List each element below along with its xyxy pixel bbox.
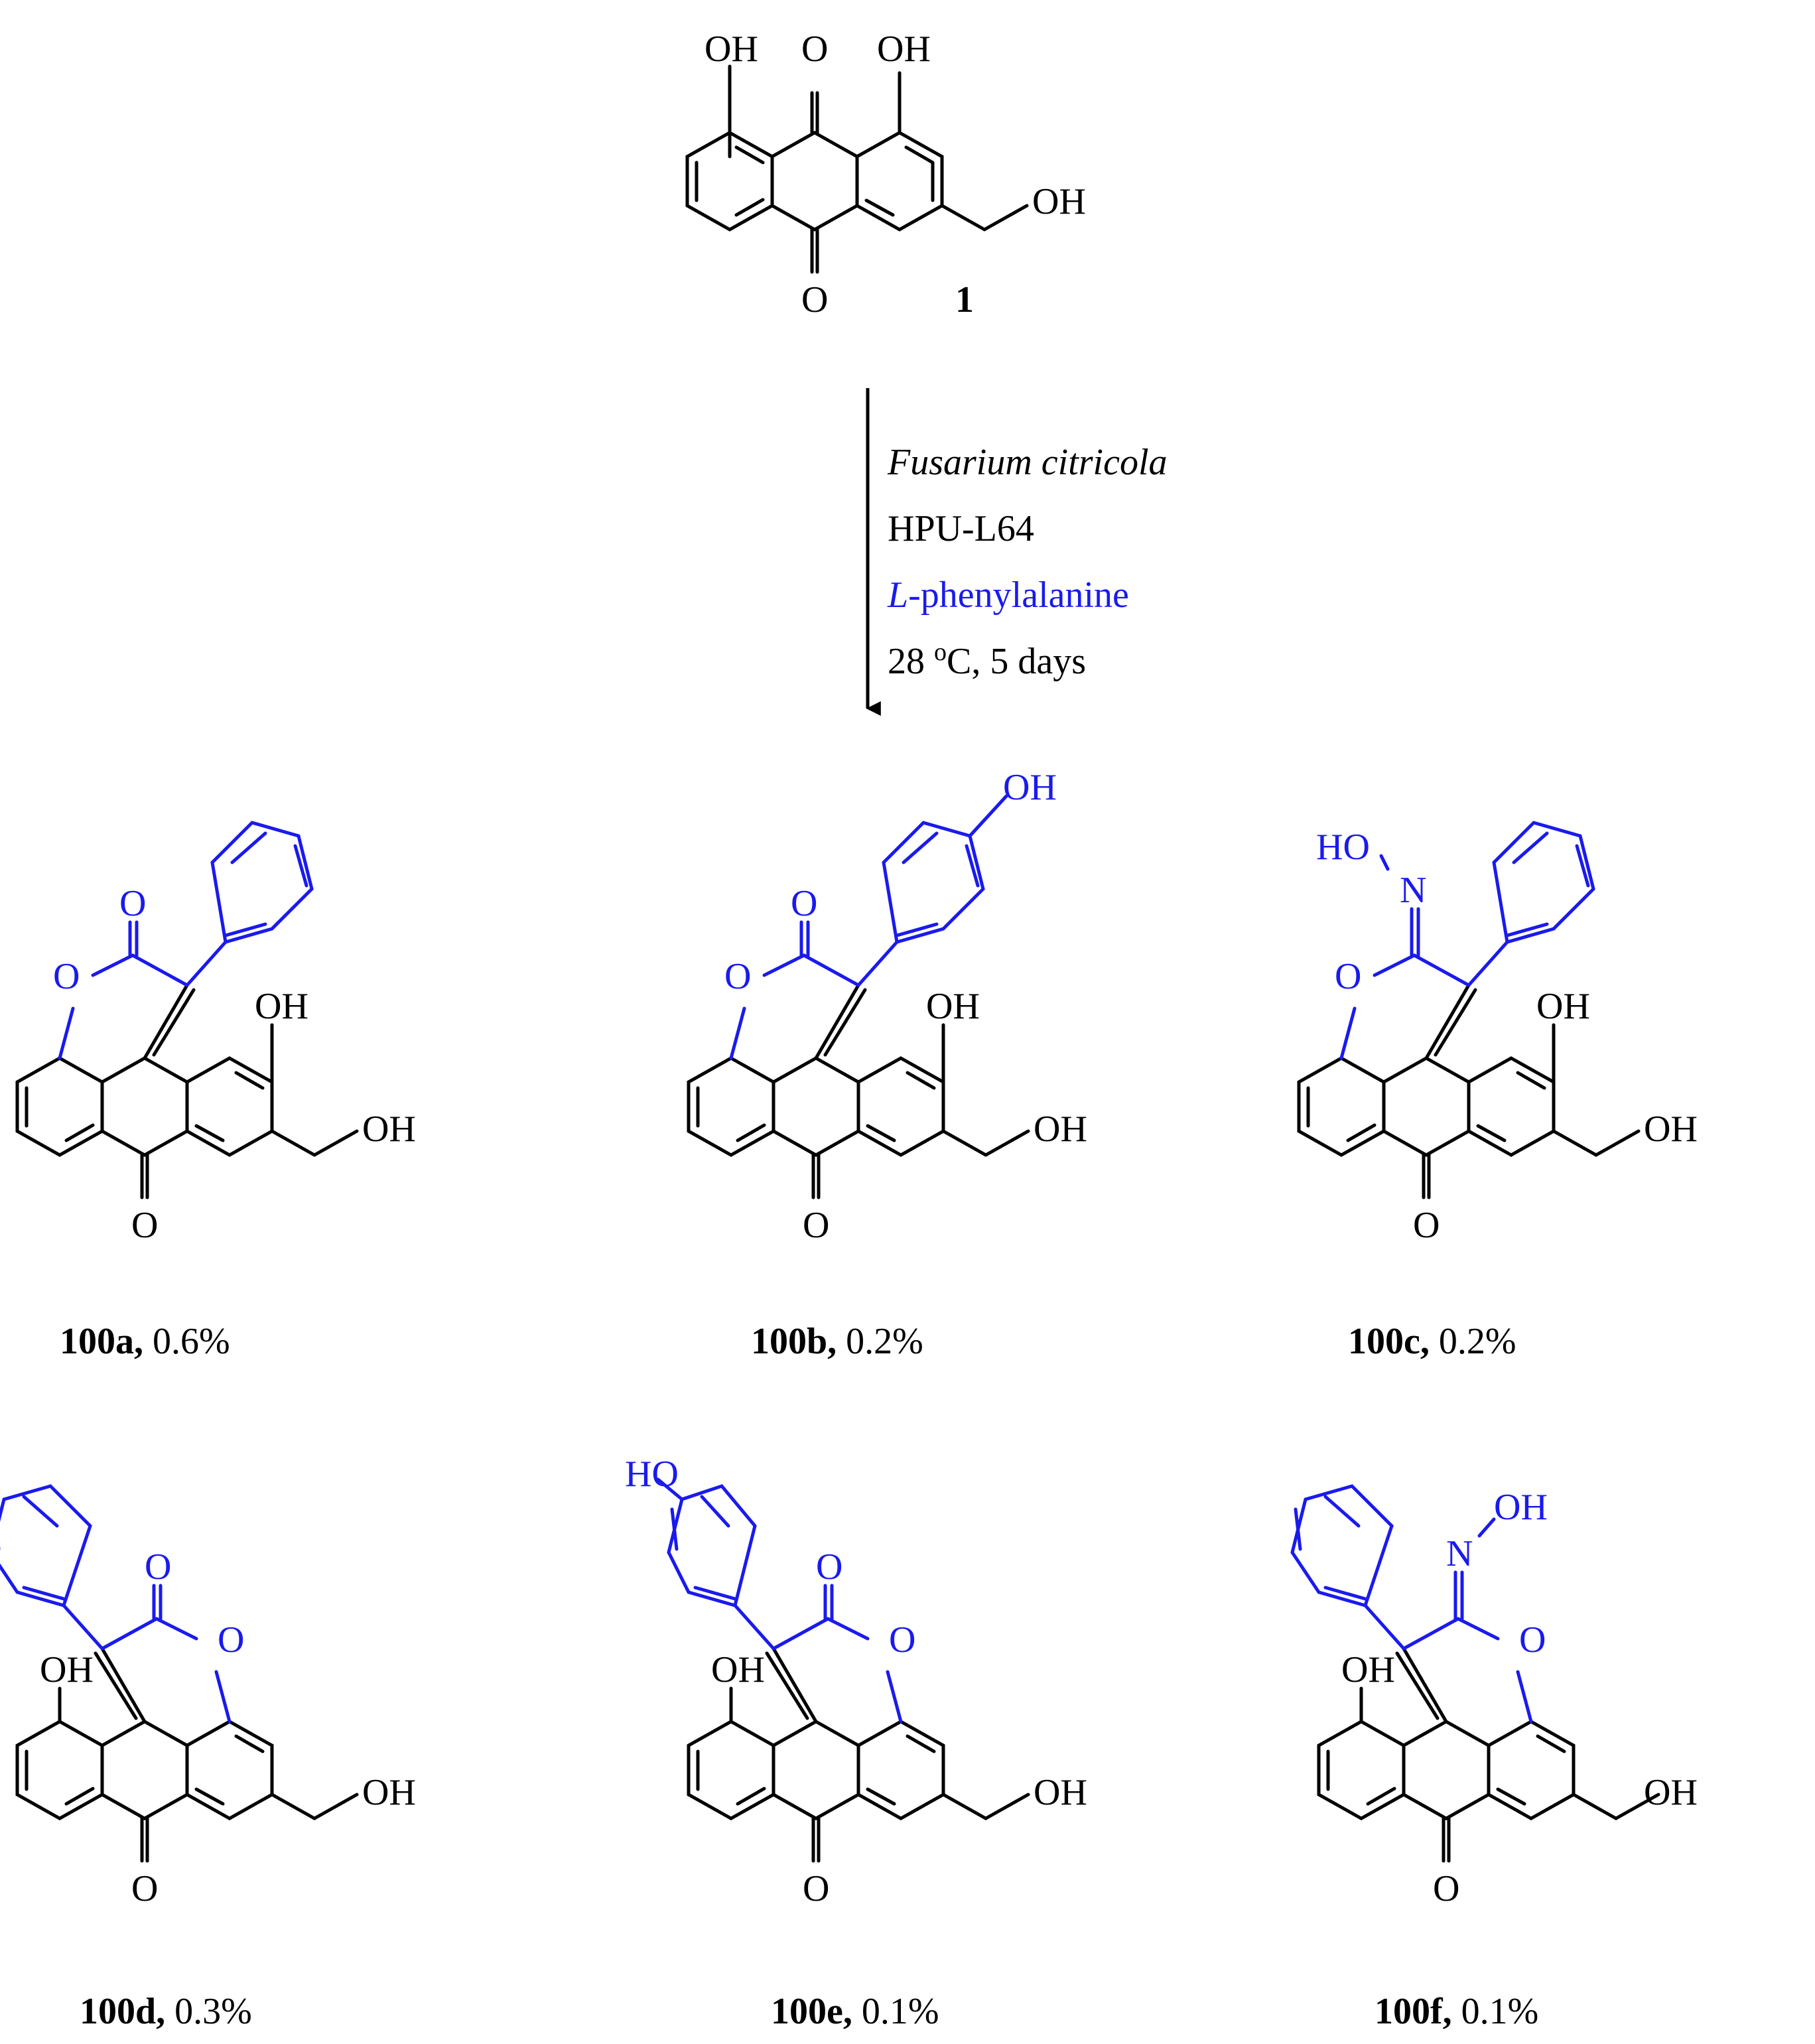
ring-o-label: O: [53, 956, 80, 997]
product-100a: O O OH OH O 100a, 0.6%: [15, 821, 416, 1362]
reaction-conditions: Fusarium citricola HPU-L64 L-phenylalani…: [887, 442, 1168, 682]
carbonyl-o-label: O: [803, 1205, 829, 1246]
oh-label: OH: [1644, 1109, 1698, 1150]
carbonyl-o-label: O: [1433, 1868, 1459, 1909]
ring-o-label: O: [724, 956, 751, 997]
oh-label: OH: [1034, 1109, 1087, 1150]
oxime-n-label: N: [1400, 870, 1426, 911]
product-label: 100a, 0.6%: [60, 1321, 230, 1362]
compound-id: 1: [955, 279, 974, 320]
phenol-oh-label: OH: [1003, 767, 1057, 808]
strain-label: HPU-L64: [888, 508, 1034, 549]
carbonyl-o-label: O: [801, 279, 828, 320]
oh-label: OH: [362, 1772, 416, 1813]
oh-label: OH: [40, 1649, 94, 1690]
oh-label: OH: [1536, 986, 1590, 1027]
product-label: 100e, 0.1%: [771, 1991, 939, 2032]
oxime-n-label: N: [1446, 1533, 1473, 1574]
carbonyl-o-label: O: [119, 883, 146, 924]
product-label: 100b, 0.2%: [751, 1321, 923, 1362]
product-label: 100d, 0.3%: [80, 1991, 252, 2032]
product-100c: O N HO OH OH O 100c, 0.2%: [1297, 821, 1698, 1362]
compound-1: [685, 64, 1029, 274]
carbonyl-o-label: O: [801, 29, 828, 70]
product-100d: O O OH OH O 100d, 0.3%: [0, 1484, 416, 2032]
ring-o-label: O: [1335, 956, 1361, 997]
oh-label: OH: [705, 29, 758, 70]
ring-right: [855, 131, 944, 232]
oh-label: OH: [926, 986, 980, 1027]
oh-label: OH: [362, 1109, 416, 1150]
oh-label: OH: [1034, 1772, 1087, 1813]
oh-label: OH: [1644, 1772, 1698, 1813]
ring-o-label: O: [1519, 1619, 1546, 1661]
oh-label: OH: [255, 986, 308, 1027]
ring-o-label: O: [889, 1619, 915, 1661]
conditions-label: 28 oC, 5 days: [888, 638, 1086, 682]
carbonyl-o-label: O: [131, 1205, 158, 1246]
product-100e: O O HO OH OH O 100e, 0.1%: [625, 1454, 1087, 2032]
compound-1-labels: OH O OH OH O 1: [705, 29, 1086, 320]
oh-label: OH: [1341, 1649, 1395, 1690]
product-100f: O N OH OH OH O 100f, 0.1%: [1290, 1484, 1698, 2032]
product-100b: O O OH OH OH O 100b, 0.2%: [687, 767, 1087, 1362]
carbonyl-o-label: O: [816, 1546, 842, 1588]
product-label: 100c, 0.2%: [1348, 1321, 1516, 1362]
oxime-oh-label: OH: [1494, 1487, 1548, 1528]
ring-o-label: O: [218, 1619, 244, 1661]
oxime-ho-label: HO: [1316, 827, 1370, 868]
carbonyl-o-label: O: [131, 1868, 158, 1909]
oh-label: OH: [877, 29, 931, 70]
phenol-ho-label: HO: [625, 1454, 679, 1495]
carbonyl-o-label: O: [145, 1546, 171, 1588]
oh-label: OH: [711, 1649, 765, 1690]
organism-label: Fusarium citricola: [887, 442, 1168, 483]
additive-label: L-phenylalanine: [887, 575, 1129, 616]
ring-center: [770, 131, 859, 232]
product-label: 100f, 0.1%: [1375, 1991, 1538, 2032]
oh-label: OH: [1032, 181, 1086, 222]
carbonyl-o-label: O: [803, 1868, 829, 1909]
carbonyl-o-label: O: [1413, 1205, 1440, 1246]
carbonyl-o-label: O: [791, 883, 817, 924]
